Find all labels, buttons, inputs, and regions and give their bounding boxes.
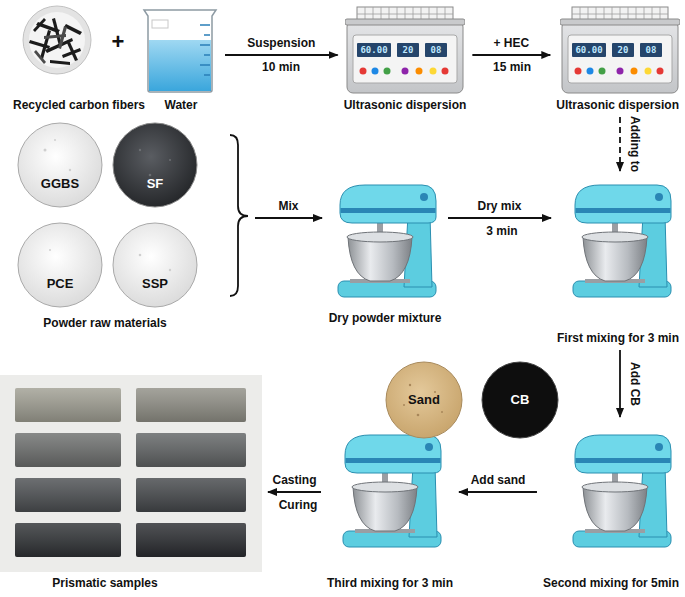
- stand-mixer: [338, 185, 436, 297]
- arrow-label: Casting: [272, 473, 316, 487]
- process-step: Ultrasonic dispersion: [553, 4, 682, 114]
- powder-sample: PCE: [18, 223, 102, 307]
- bracket: [230, 135, 248, 296]
- display-reading: 20: [618, 45, 629, 56]
- process-step: Second mixing for 5min: [540, 420, 682, 592]
- arrow-label: Suspension: [247, 36, 315, 50]
- sample-label: GGBS: [41, 177, 79, 191]
- node-caption: Ultrasonic dispersion: [344, 98, 467, 112]
- sample-label: PCE: [47, 277, 74, 291]
- node-caption: First mixing for 3 min: [557, 331, 679, 345]
- ingredient-sample: Sand: [386, 362, 462, 438]
- flow-arrow: [225, 54, 338, 56]
- display-reading: 60.00: [575, 45, 602, 56]
- duration-label: 15 min: [493, 60, 531, 74]
- fiber-node: Recycled carbon fibers: [4, 4, 154, 114]
- process-step: Ultrasonic dispersion: [341, 4, 470, 114]
- display-reading: 08: [646, 45, 657, 56]
- process-step: Dry powder mixture: [325, 172, 445, 327]
- plus-sign: +: [112, 29, 125, 55]
- result-node: Prismatic samples: [3, 375, 265, 592]
- flow-arrow: [619, 117, 621, 171]
- sample-label: CB: [511, 393, 530, 407]
- water-node: Water: [140, 6, 222, 114]
- flow-arrow: [459, 491, 537, 493]
- powder-sample: SF: [113, 123, 197, 207]
- fiber-bowl: [23, 6, 91, 74]
- duration-label: 3 min: [486, 224, 517, 238]
- ingredient-sample: CB: [482, 362, 558, 438]
- ultrasonic-bath: [345, 7, 465, 93]
- sample-photo: [0, 375, 262, 572]
- sample-label: SF: [147, 177, 164, 191]
- powder-sample: SSP: [113, 223, 197, 307]
- display-reading: 20: [403, 45, 414, 56]
- material-group: Powder raw materials GGBS SF PCE SSP: [12, 118, 252, 332]
- stand-mixer: [573, 435, 671, 547]
- node-caption: Prismatic samples: [52, 576, 157, 590]
- node-caption: Recycled carbon fibers: [13, 98, 145, 112]
- node-caption: Ultrasonic dispersion: [556, 98, 679, 112]
- duration-label: 10 min: [262, 60, 300, 74]
- flow-arrow: [472, 54, 550, 56]
- stand-mixer: [343, 435, 441, 547]
- step-label: Curing: [279, 498, 318, 512]
- arrow-label: Dry mix: [477, 199, 521, 213]
- process-step: Third mixing for 3 min: [324, 420, 456, 592]
- display-reading: 08: [431, 45, 442, 56]
- node-caption: Powder raw materials: [43, 316, 166, 330]
- display-reading: 60.00: [360, 45, 387, 56]
- arrow-label: Add sand: [471, 473, 526, 487]
- arrow-label: + HEC: [493, 36, 529, 50]
- sample-label: SSP: [142, 277, 168, 291]
- node-caption: Second mixing for 5min: [543, 576, 679, 590]
- arrow-label: Mix: [278, 199, 298, 213]
- node-caption: Third mixing for 3 min: [327, 576, 453, 590]
- flow-arrow: [268, 491, 321, 493]
- node-caption: Dry powder mixture: [329, 311, 442, 325]
- arrow-label: Add CB: [628, 362, 642, 406]
- sample-label: Sand: [408, 393, 440, 407]
- powder-samples: [18, 123, 197, 307]
- powder-sample: GGBS: [18, 123, 102, 207]
- flow-arrow: [619, 350, 621, 417]
- flow-arrow: [448, 217, 551, 219]
- process-step: First mixing for 3 min: [554, 174, 682, 347]
- arrow-label: Adding to: [628, 116, 642, 172]
- ultrasonic-bath: [560, 7, 680, 93]
- flow-arrow: [255, 217, 322, 219]
- sand-and-carbon-black: [386, 362, 558, 438]
- stand-mixer: [573, 185, 671, 297]
- node-caption: Water: [165, 98, 198, 112]
- water-beaker: [144, 10, 216, 92]
